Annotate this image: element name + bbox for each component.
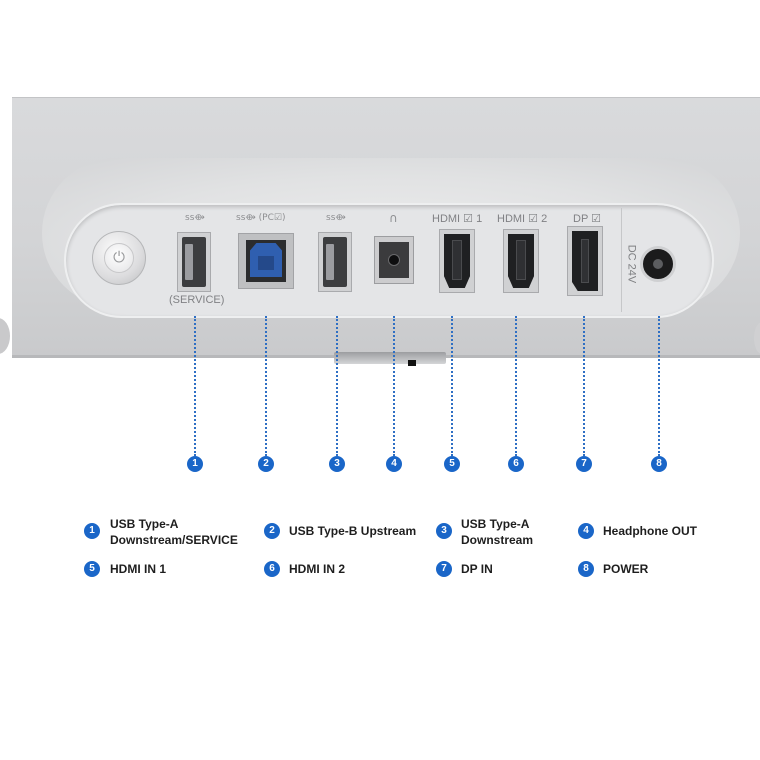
- legend-badge-6: 6: [264, 561, 280, 577]
- stand-notch: [408, 360, 416, 366]
- power-icon: ⏻: [104, 243, 134, 273]
- legend-item-2: USB Type-B Upstream: [289, 524, 417, 538]
- displayport-tongue: [581, 239, 589, 283]
- callout-badge-2: 2: [258, 456, 274, 472]
- usb-a-port-3: [323, 237, 347, 287]
- usb-b-inner: [258, 256, 274, 270]
- callout-badge-7: 7: [576, 456, 592, 472]
- leader-line-8: [658, 316, 660, 456]
- callout-badge-3: 3: [329, 456, 345, 472]
- leader-line-6: [515, 316, 517, 456]
- leader-line-3: [336, 316, 338, 456]
- legend-item-6: HDMI IN 2: [289, 562, 346, 576]
- usb-b-pc-icon: ss⟴ (PC☑): [236, 213, 286, 223]
- legend-item-7: DP IN: [461, 562, 493, 576]
- legend-item-3-line1: USB Type-A: [461, 517, 530, 531]
- monitor-stand: [334, 352, 446, 364]
- hdmi-2-label: HDMI ☑ 2: [497, 213, 548, 225]
- legend-item-1-line2: Downstream/SERVICE: [110, 533, 238, 547]
- dc-24v-label: DC 24V: [625, 244, 638, 284]
- leader-line-5: [451, 316, 453, 456]
- legend-badge-1: 1: [84, 523, 100, 539]
- legend-badge-2: 2: [264, 523, 280, 539]
- service-label: (SERVICE): [169, 294, 225, 306]
- right-edge-shadow: [754, 322, 760, 354]
- headphone-jack: [388, 254, 400, 266]
- dp-label: DP ☑: [573, 213, 601, 225]
- leader-line-7: [583, 316, 585, 456]
- headphone-icon: ∩: [389, 211, 398, 225]
- dc-power-pin: [653, 259, 663, 269]
- legend-badge-7: 7: [436, 561, 452, 577]
- usb-ss-icon: ss⟴: [185, 213, 205, 223]
- panel-divider: [621, 208, 622, 312]
- hdmi-port-2: [508, 234, 534, 288]
- legend-badge-8: 8: [578, 561, 594, 577]
- callout-badge-4: 4: [386, 456, 402, 472]
- leader-line-2: [265, 316, 267, 456]
- legend-item-3-line2: Downstream: [461, 533, 534, 547]
- left-edge-shadow: [0, 318, 10, 354]
- legend-item-4: Headphone OUT: [603, 524, 698, 538]
- legend-item-1-line1: USB Type-A: [110, 517, 179, 531]
- callout-badge-1: 1: [187, 456, 203, 472]
- legend-badge-3: 3: [436, 523, 452, 539]
- callout-badge-5: 5: [444, 456, 460, 472]
- leader-line-4: [393, 316, 395, 456]
- usb-ss-icon: ss⟴: [326, 213, 346, 223]
- hdmi-1-label: HDMI ☑ 1: [432, 213, 483, 225]
- callout-badge-6: 6: [508, 456, 524, 472]
- legend-item-5: HDMI IN 1: [110, 562, 167, 576]
- hdmi-port-1: [444, 234, 470, 288]
- legend-item-8: POWER: [603, 562, 649, 576]
- usb-a-port-1: [182, 237, 206, 287]
- legend-badge-4: 4: [578, 523, 594, 539]
- legend-badge-5: 5: [84, 561, 100, 577]
- callout-badge-8: 8: [651, 456, 667, 472]
- leader-line-1: [194, 316, 196, 456]
